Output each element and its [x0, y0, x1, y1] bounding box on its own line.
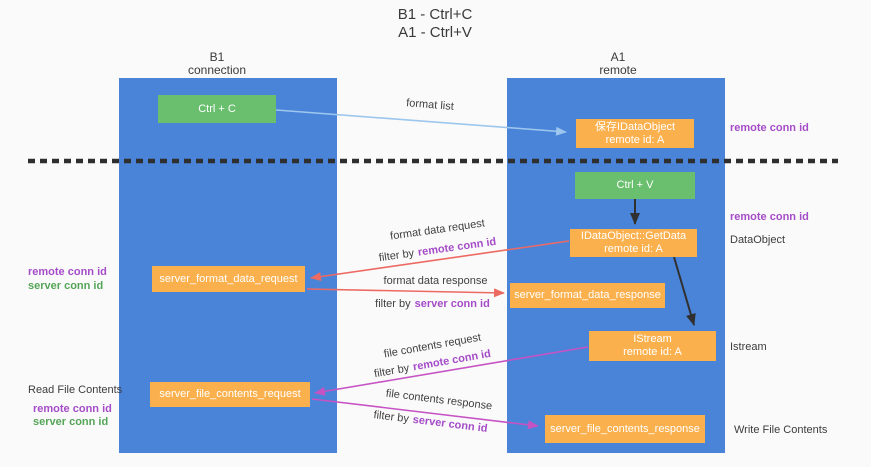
istream-line2: remote id: A [623, 346, 682, 358]
left-column-header: B1 connection [157, 51, 277, 77]
diagram-title: B1 - Ctrl+C A1 - Ctrl+V [330, 6, 540, 42]
node-server-file-contents-request: server_file_contents_request [150, 382, 310, 407]
server-file-contents-request-label: server_file_contents_request [159, 388, 301, 400]
getdata-line2: remote id: A [604, 243, 663, 255]
server-conn-id-text: server conn id [412, 413, 489, 435]
getdata-line1: IDataObject::GetData [580, 230, 687, 242]
annotation-write-file-contents: Write File Contents [734, 424, 828, 436]
annotation-istream: Istream [730, 341, 767, 353]
server-format-data-response-label: server_format_data_response [514, 289, 661, 301]
annotation-dataobject: DataObject [730, 234, 786, 246]
annotation-read-file-contents: Read File Contents [28, 384, 123, 396]
annotation-left-remote-conn-id-top: remote conn id [28, 266, 107, 278]
node-idataobject-getdata: IDataObject::GetData remote id: A [570, 229, 697, 257]
server-file-contents-response-label: server_file_contents_response [550, 422, 700, 435]
title-line-b1: B1 - Ctrl+C [397, 6, 473, 23]
right-column-name: A1 [610, 50, 626, 64]
node-ctrl-c: Ctrl + C [158, 95, 276, 123]
node-server-format-data-request: server_format_data_request [152, 266, 305, 292]
right-column-header: A1 remote [558, 51, 678, 77]
annotation-remote-conn-id-mid: remote conn id [730, 211, 809, 223]
filter-by-text: filter by [373, 362, 411, 381]
node-server-format-data-response: server_format_data_response [510, 283, 665, 308]
annotation-left-server-conn-id-bottom: server conn id [33, 416, 109, 428]
node-server-file-contents-response: server_file_contents_response [545, 415, 705, 443]
label-format-data-response: format data response [383, 275, 488, 287]
ctrl-c-label: Ctrl + C [198, 102, 236, 115]
right-column-role: remote [599, 63, 637, 77]
server-format-data-request-label: server_format_data_request [159, 272, 298, 285]
server-conn-id-text: server conn id [414, 298, 490, 310]
left-column-role: connection [187, 63, 247, 77]
title-line-a1: A1 - Ctrl+V [398, 24, 472, 41]
left-column-name: B1 [209, 50, 225, 64]
filter-by-text: filter by [375, 298, 411, 310]
annotation-left-server-conn-id-top: server conn id [28, 280, 104, 292]
remote-conn-id-text: remote conn id [417, 235, 497, 259]
save-dataobject-line2: remote id: A [605, 133, 665, 146]
annotation-left-remote-conn-id-bottom: remote conn id [33, 403, 112, 415]
node-istream: IStream remote id: A [589, 331, 716, 361]
annotation-remote-conn-id-top: remote conn id [730, 122, 809, 134]
filter-by-text: filter by [372, 409, 410, 426]
label-file-contents-response: file contents response [385, 387, 493, 413]
filter-by-text: filter by [378, 247, 415, 265]
label-format-list: format list [405, 97, 455, 113]
node-save-dataobject: 保存IDataObject remote id: A [576, 119, 694, 148]
ctrl-v-label: Ctrl + V [616, 179, 654, 191]
node-ctrl-v: Ctrl + V [575, 172, 695, 199]
istream-line1: IStream [633, 333, 672, 345]
save-dataobject-line1: 保存IDataObject [594, 120, 676, 133]
